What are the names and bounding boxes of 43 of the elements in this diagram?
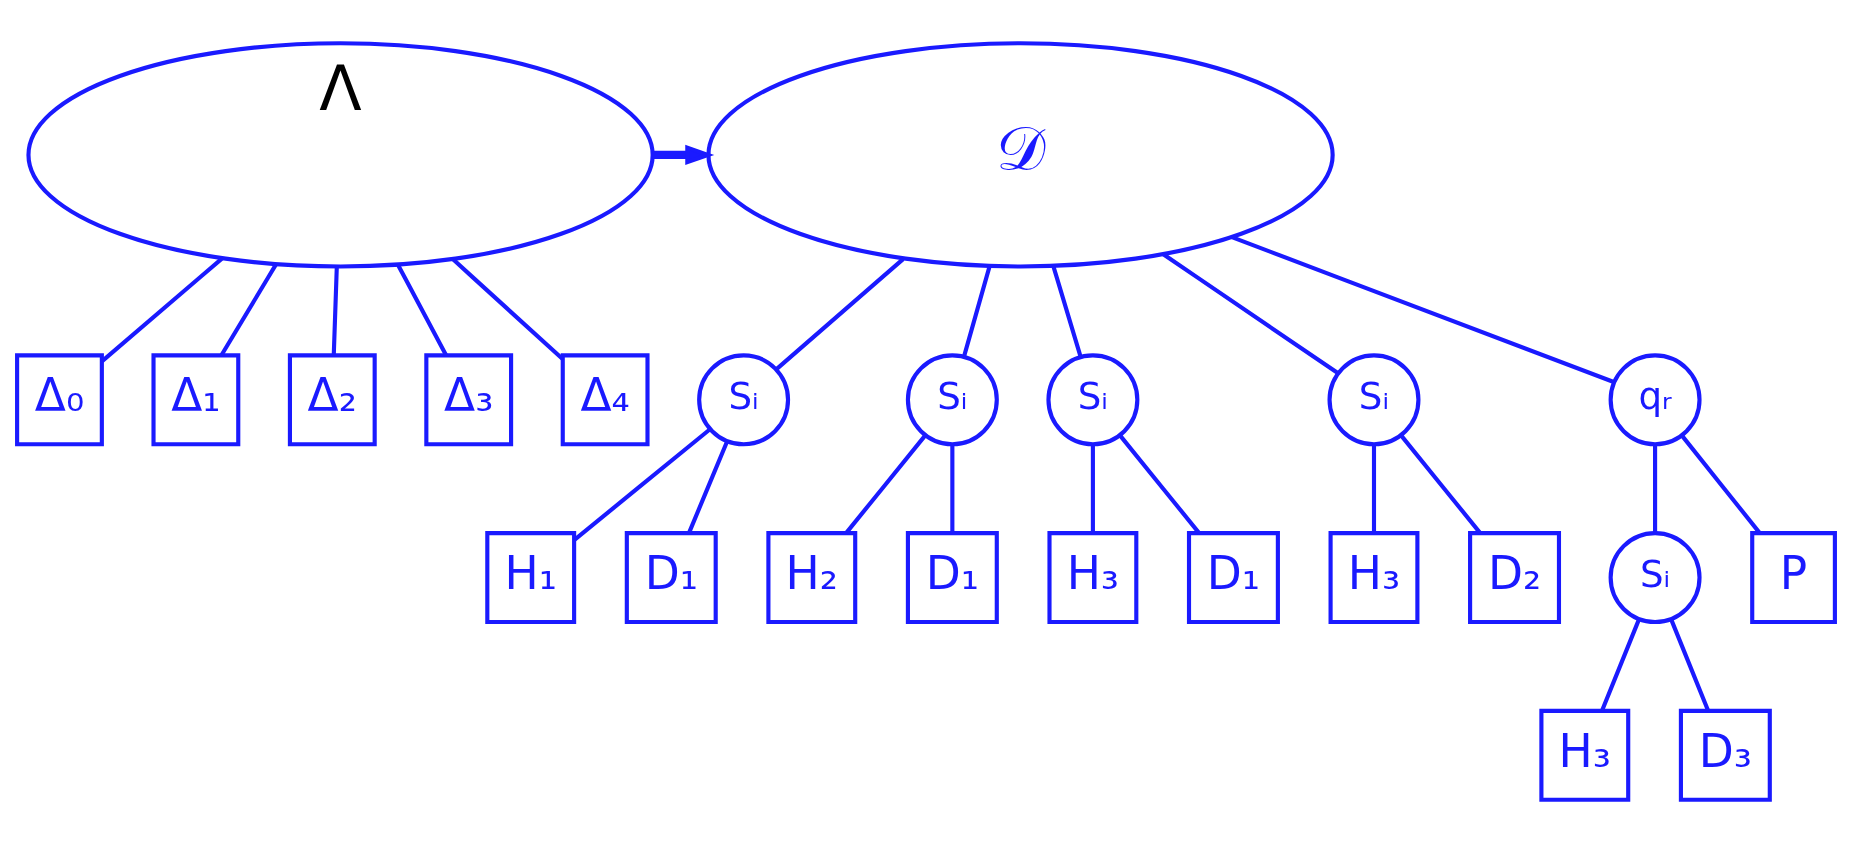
connector	[1162, 252, 1339, 375]
connector	[219, 263, 278, 357]
connector	[950, 444, 955, 534]
node-box: P	[1750, 531, 1837, 625]
node-box: D₃	[1678, 708, 1772, 802]
node-box: H₃	[1539, 708, 1631, 802]
connector	[396, 263, 448, 357]
node-box: Δ₃	[424, 353, 514, 447]
connector	[573, 428, 711, 542]
node-circle: Sᵢ	[1327, 353, 1421, 447]
node-box: H₃	[1328, 531, 1420, 625]
connector	[1371, 444, 1377, 534]
connector	[687, 440, 730, 534]
node-circle: Sᵢ	[1046, 353, 1140, 447]
connector	[1600, 619, 1641, 712]
node-circle: qᵣ	[1608, 353, 1702, 447]
connector	[775, 257, 905, 371]
node-box: Δ₄	[560, 353, 650, 447]
connector	[962, 265, 992, 357]
node-box: H₃	[1047, 531, 1139, 625]
connector	[1090, 444, 1095, 534]
node-circle: Sᵢ	[1608, 531, 1702, 625]
node-box: D₂	[1468, 531, 1562, 625]
connector	[451, 257, 564, 361]
node-box: H₂	[766, 531, 858, 625]
node-ellipse: 𝒟	[706, 41, 1335, 269]
node-box: D₁	[1186, 531, 1280, 625]
node-box: Δ₀	[15, 353, 104, 447]
connector	[1653, 444, 1658, 534]
node-box: Δ₂	[287, 353, 377, 447]
connector	[1231, 235, 1615, 384]
node-box: Δ₁	[151, 353, 241, 447]
node-box: H₁	[485, 531, 577, 625]
connector	[1051, 265, 1083, 358]
node-box: D₁	[905, 531, 999, 625]
connector	[1669, 619, 1711, 712]
connector	[100, 256, 224, 363]
connector	[331, 266, 339, 355]
node-circle: Sᵢ	[697, 353, 791, 447]
node-ellipse: Λ	[26, 41, 655, 269]
node-box: D₁	[624, 531, 718, 625]
node-circle: Sᵢ	[905, 353, 999, 447]
arrow	[652, 144, 715, 165]
